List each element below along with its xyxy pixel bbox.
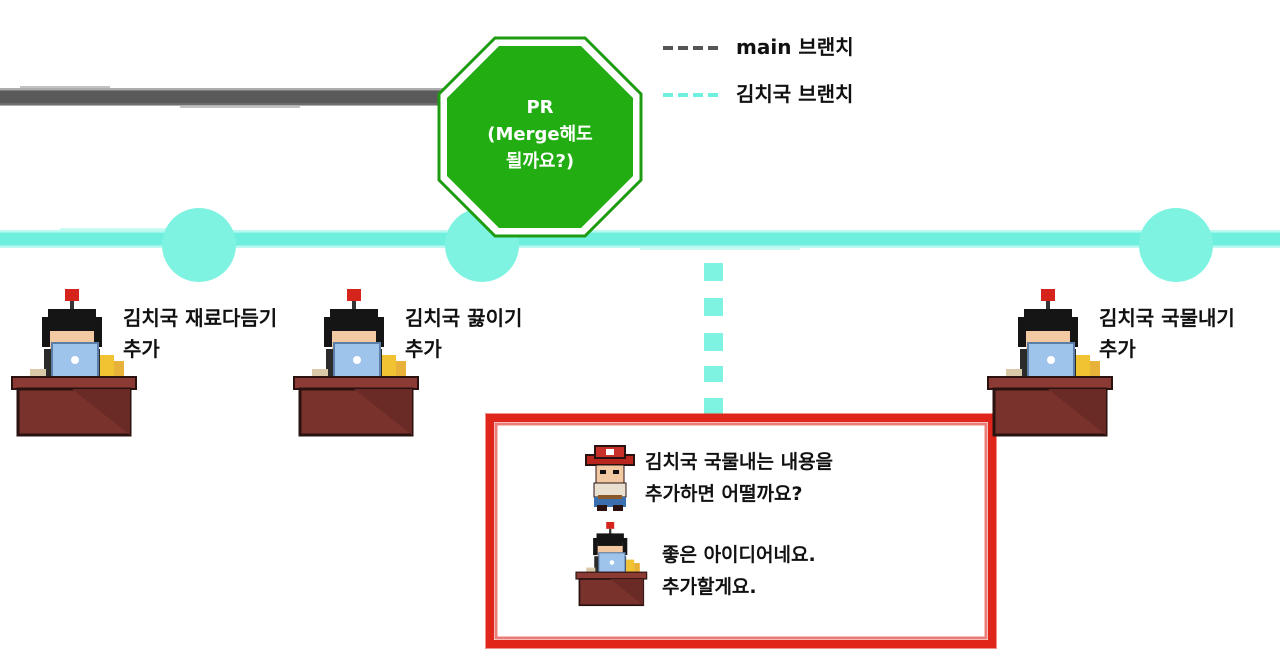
commit-label-2: 김치국 끓이기 추가 [405, 303, 522, 365]
commit-node-1 [162, 208, 236, 282]
pr-label: PR (Merge해도 될까요?) [455, 94, 625, 175]
commit-label-3: 김치국 국물내기 추가 [1099, 303, 1235, 365]
pr-octagon [437, 36, 643, 238]
commit-node-3 [1139, 208, 1213, 282]
main-branch-line [0, 86, 470, 108]
review-box [485, 413, 997, 649]
commit-label-1-line-1: 김치국 재료다듬기 [123, 306, 278, 330]
developer-sprite-2 [292, 287, 420, 437]
commit-label-2-line-2: 추가 [405, 337, 442, 361]
author-reply-line-1: 좋은 아이디어네요. [662, 544, 816, 566]
commit-label-1: 김치국 재료다듬기 추가 [123, 303, 277, 365]
commit-label-2-line-1: 김치국 끓이기 [405, 306, 523, 330]
commit-label-3-line-2: 추가 [1099, 337, 1136, 361]
author-sprite [575, 521, 648, 607]
reviewer-comment-line-2: 추가하면 어떨까요? [645, 483, 803, 505]
author-reply-line-2: 추가할게요. [662, 576, 757, 598]
commit-label-3-line-1: 김치국 국물내기 [1099, 306, 1235, 330]
developer-sprite-1 [10, 287, 138, 437]
pr-label-line-3: 될까요?) [505, 151, 575, 172]
pr-label-line-1: PR [526, 97, 554, 118]
pr-label-line-2: (Merge해도 [487, 124, 593, 145]
legend-swatches [663, 46, 718, 97]
reviewer-pirate-sprite [585, 445, 635, 511]
legend-main-label: main 브랜치 [736, 35, 854, 59]
review-connector [704, 263, 723, 414]
legend-feature-label: 김치국 브랜치 [736, 82, 854, 106]
feature-branch-line [0, 228, 1280, 250]
author-reply: 좋은 아이디어네요. 추가할게요. [662, 539, 816, 603]
reviewer-comment: 김치국 국물내는 내용을 추가하면 어떨까요? [645, 446, 833, 510]
developer-sprite-3 [986, 287, 1114, 437]
commit-label-1-line-2: 추가 [123, 337, 160, 361]
reviewer-comment-line-1: 김치국 국물내는 내용을 [645, 451, 834, 473]
